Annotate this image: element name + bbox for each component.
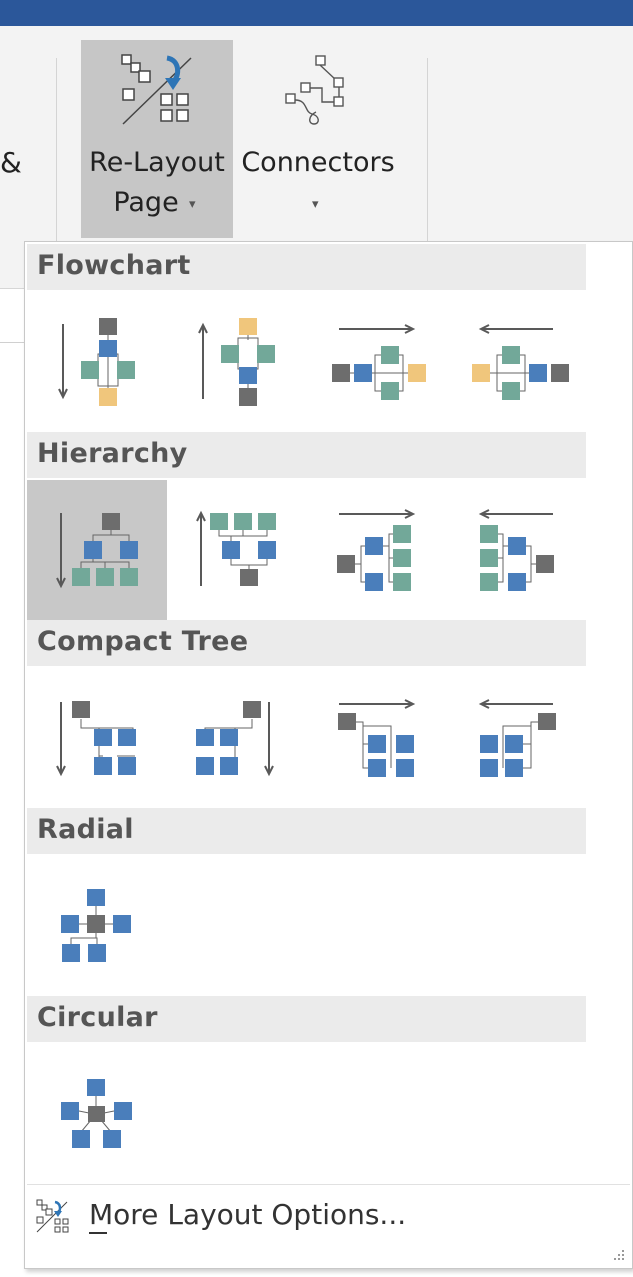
flowchart-bottom-to-top-icon xyxy=(198,318,275,406)
re-layout-label-line1: Re-Layout xyxy=(89,147,225,178)
more-layout-options-item[interactable]: More Layout Options... xyxy=(25,1186,630,1248)
layout-hierarchy-top-to-bottom[interactable] xyxy=(27,480,167,620)
connectors-label: Connectors xyxy=(241,147,395,178)
layout-flowchart-top-to-bottom[interactable] xyxy=(27,292,167,432)
compact-tree-down-left-icon xyxy=(196,701,274,777)
connectors-icon xyxy=(285,55,344,125)
layout-flowchart-left-to-right[interactable] xyxy=(307,292,447,432)
circular-icon xyxy=(61,1079,132,1148)
re-layout-label-line2: Page xyxy=(113,187,179,218)
compact-tree-left-down-icon xyxy=(478,699,556,777)
layout-radial[interactable] xyxy=(27,856,167,996)
chevron-down-icon: ▾ xyxy=(312,196,319,211)
section-header-hierarchy: Hierarchy xyxy=(27,432,586,478)
layout-circular[interactable] xyxy=(27,1044,167,1184)
layout-hierarchy-right-to-left[interactable] xyxy=(447,480,587,620)
re-layout-page-button[interactable]: Re-Layout Page ▾ xyxy=(81,40,233,238)
layout-flowchart-right-to-left[interactable] xyxy=(447,292,587,432)
chevron-down-icon: ▾ xyxy=(189,196,196,211)
flowchart-right-to-left-icon xyxy=(472,324,569,400)
mnemonic-underline xyxy=(89,1232,107,1234)
layout-compact-tree-down-then-right[interactable] xyxy=(27,668,167,808)
relayout-page-icon xyxy=(121,54,192,125)
compact-tree-down-right-icon xyxy=(56,701,136,777)
section-header-compact-tree: Compact Tree xyxy=(27,620,586,666)
more-layout-options-label: More Layout Options... xyxy=(89,1198,407,1231)
section-header-circular: Circular xyxy=(27,996,586,1042)
title-bar xyxy=(0,0,633,26)
section-title: Hierarchy xyxy=(37,438,188,469)
menu-separator xyxy=(27,1184,630,1185)
flowchart-top-to-bottom-icon xyxy=(58,318,135,406)
ribbon-separator xyxy=(427,58,428,264)
layout-compact-tree-right-then-down[interactable] xyxy=(307,668,447,808)
ribbon-separator xyxy=(56,58,57,264)
connectors-button[interactable]: Connectors ▾ xyxy=(238,40,398,238)
compact-tree-right-down-icon xyxy=(338,699,416,777)
hierarchy-top-to-bottom-icon xyxy=(56,513,138,589)
section-header-flowchart: Flowchart xyxy=(27,244,586,290)
radial-icon xyxy=(61,889,131,962)
relayout-page-icon xyxy=(36,1199,69,1233)
layout-compact-tree-down-then-left[interactable] xyxy=(167,668,307,808)
layout-hierarchy-bottom-to-top[interactable] xyxy=(167,480,307,620)
ribbon-partial-label: & xyxy=(0,146,22,179)
hierarchy-bottom-to-top-icon xyxy=(196,510,276,586)
canvas-ruler-edge xyxy=(0,342,25,373)
section-header-radial: Radial xyxy=(27,808,586,854)
layout-hierarchy-left-to-right[interactable] xyxy=(307,480,447,620)
section-title: Radial xyxy=(37,814,134,845)
re-layout-gallery: Flowchart xyxy=(24,241,633,1269)
flowchart-left-to-right-icon xyxy=(332,324,426,400)
section-title: Circular xyxy=(37,1002,158,1033)
layout-compact-tree-left-then-down[interactable] xyxy=(447,668,587,808)
layout-flowchart-bottom-to-top[interactable] xyxy=(167,292,307,432)
section-title: Flowchart xyxy=(37,250,191,281)
hierarchy-left-to-right-icon xyxy=(337,509,416,591)
hierarchy-right-to-left-icon xyxy=(478,509,554,591)
resize-grip-icon[interactable] xyxy=(612,1248,626,1262)
section-title: Compact Tree xyxy=(37,626,249,657)
